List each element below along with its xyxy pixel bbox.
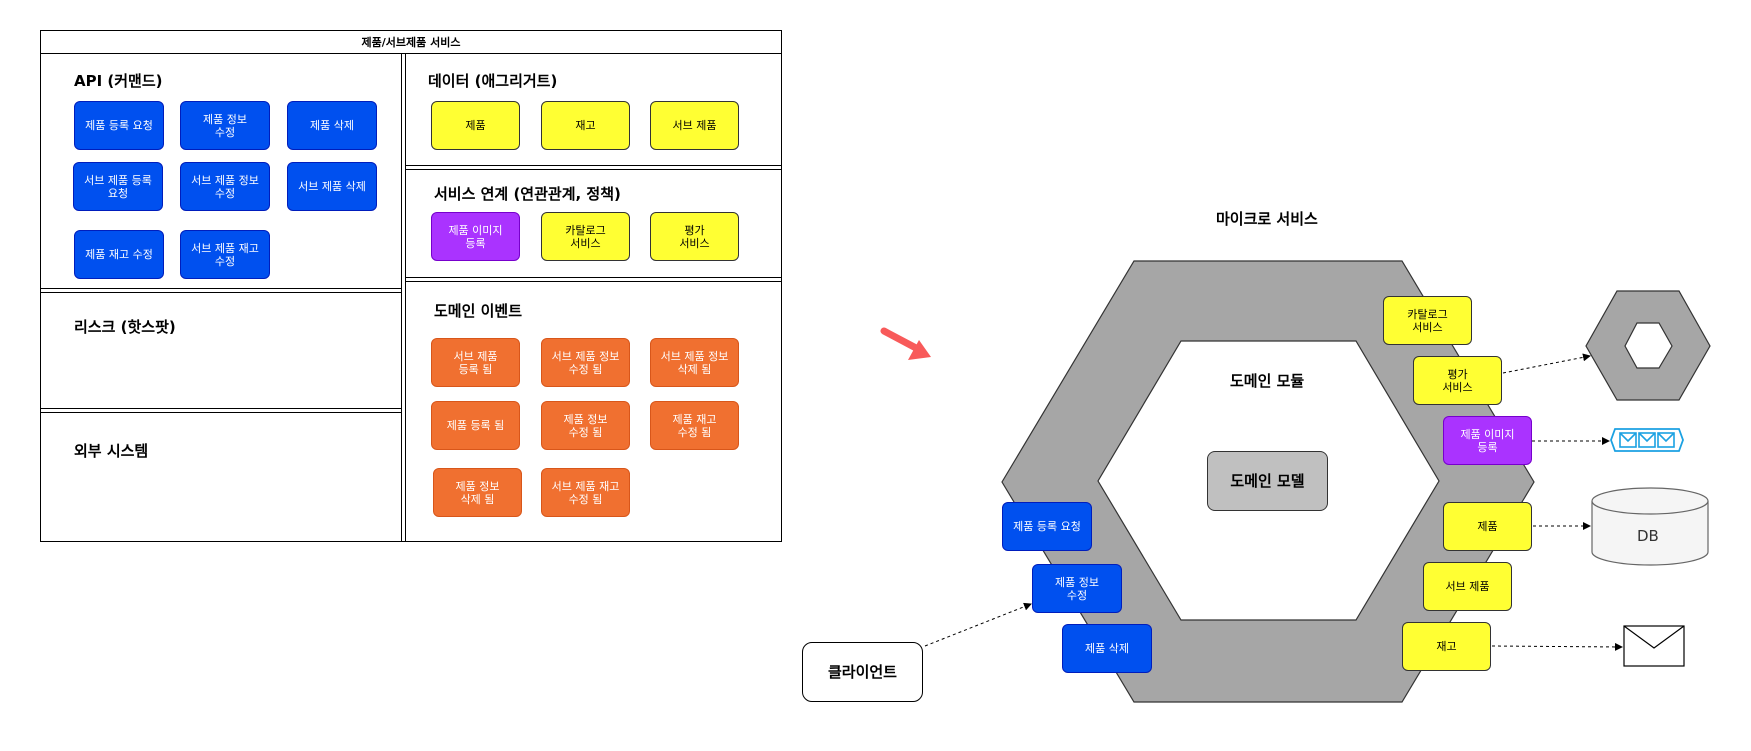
- service-item: 평가 서비스: [650, 212, 739, 261]
- microservice-title: 마이크로 서비스: [1216, 210, 1318, 228]
- event-item: 서브 제품 정보 삭제 됨: [650, 338, 739, 387]
- client-box: 클라이언트: [802, 642, 923, 702]
- service-heading: 서비스 연계 (연관관계, 정책): [434, 185, 621, 203]
- client-connector: [924, 602, 1032, 647]
- stock-connector: [1491, 642, 1623, 651]
- service-hexagon-icon: [1585, 290, 1711, 401]
- api-item: 제품 삭제: [287, 101, 377, 150]
- events-heading: 도메인 이벤트: [434, 302, 523, 320]
- micro-api-item: 제품 삭제: [1062, 624, 1152, 673]
- rating-connector: [1502, 353, 1591, 374]
- data-item: 서브 제품: [650, 101, 739, 150]
- api-item: 서브 제품 재고 수정: [180, 230, 270, 279]
- message-queue-icon: [1610, 428, 1684, 452]
- event-item: 제품 정보 수정 됨: [541, 401, 630, 450]
- micro-right-item: 재고: [1402, 622, 1491, 671]
- panel-vertical-divider: [401, 53, 406, 542]
- event-item: 제품 재고 수정 됨: [650, 401, 739, 450]
- risk-heading: 리스크 (핫스팟): [74, 318, 176, 336]
- service-item: 카탈로그 서비스: [541, 212, 630, 261]
- data-item: 재고: [541, 101, 630, 150]
- event-item: 서브 제품 재고 수정 됨: [541, 468, 630, 517]
- micro-api-item: 제품 등록 요청: [1002, 502, 1092, 551]
- data-heading: 데이터 (애그리거트): [428, 72, 558, 90]
- event-item: 제품 등록 됨: [431, 401, 520, 450]
- event-item: 제품 정보 삭제 됨: [433, 468, 522, 517]
- domain-model-box: 도메인 모델: [1207, 451, 1328, 511]
- external-heading: 외부 시스템: [74, 442, 149, 460]
- mail-envelope-icon: [1623, 625, 1685, 667]
- domain-module-label: 도메인 모듈: [1230, 372, 1305, 390]
- micro-right-item: 제품 이미지 등록: [1443, 416, 1532, 465]
- event-item: 서브 제품 정보 수정 됨: [541, 338, 630, 387]
- api-item: 서브 제품 등록 요청: [73, 162, 163, 211]
- red-arrow-icon: [880, 327, 931, 360]
- left-divider-1: [40, 288, 402, 293]
- api-item: 제품 정보 수정: [180, 101, 270, 150]
- service-item: 제품 이미지 등록: [431, 212, 520, 261]
- connectors: [924, 353, 1623, 651]
- api-heading: API (커맨드): [74, 72, 163, 90]
- db-label: DB: [1637, 527, 1659, 545]
- micro-right-item: 카탈로그 서비스: [1383, 296, 1472, 345]
- api-item: 제품 재고 수정: [74, 230, 164, 279]
- left-divider-2: [40, 408, 402, 413]
- micro-right-item: 제품: [1443, 502, 1532, 551]
- panel-title: 제품/서브제품 서비스: [40, 30, 782, 54]
- event-item: 서브 제품 등록 됨: [431, 338, 520, 387]
- right-divider-1: [405, 165, 782, 170]
- data-item: 제품: [431, 101, 520, 150]
- micro-right-item: 서브 제품: [1423, 562, 1512, 611]
- api-item: 서브 제품 삭제: [287, 162, 377, 211]
- right-divider-2: [405, 277, 782, 282]
- database-icon: [1591, 487, 1709, 566]
- api-item: 제품 등록 요청: [74, 101, 164, 150]
- micro-api-item: 제품 정보 수정: [1032, 564, 1122, 613]
- api-item: 서브 제품 정보 수정: [180, 162, 270, 211]
- micro-right-item: 평가 서비스: [1413, 356, 1502, 405]
